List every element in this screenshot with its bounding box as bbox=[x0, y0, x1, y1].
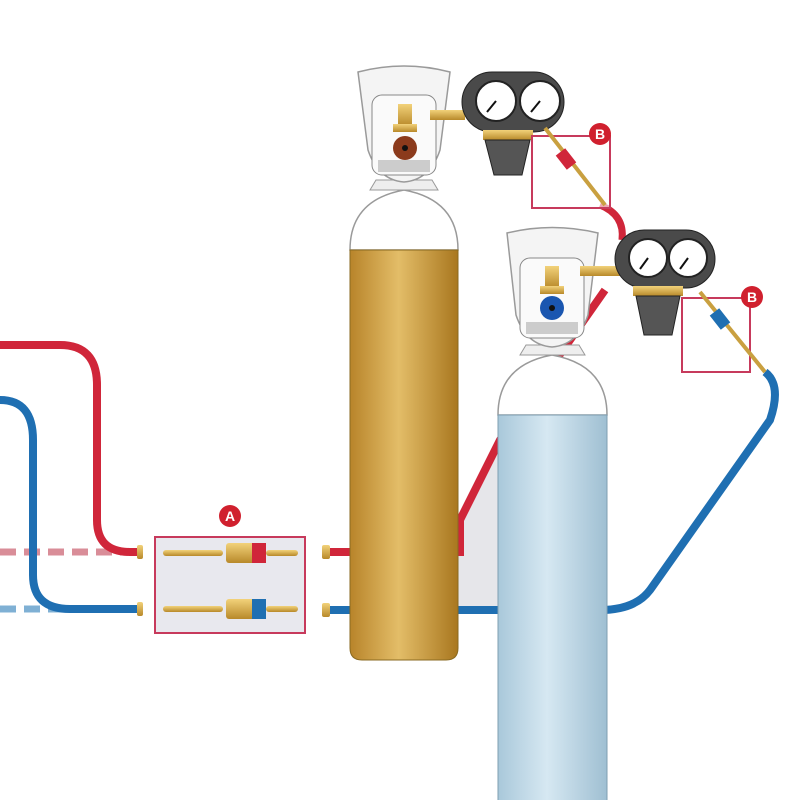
coupler-red-band bbox=[555, 148, 577, 170]
red-hose-upper bbox=[598, 201, 626, 241]
hose-connector-red bbox=[163, 543, 298, 563]
label-badge-b-2 bbox=[741, 286, 763, 308]
label-badge-a bbox=[219, 505, 241, 527]
label-b-1: B bbox=[595, 126, 605, 142]
label-a: A bbox=[225, 508, 235, 524]
coupler-blue-band bbox=[709, 308, 731, 330]
quick-coupler-fitting bbox=[543, 126, 607, 207]
blue-hose-right bbox=[330, 368, 779, 614]
hose-connector-blue bbox=[163, 599, 298, 619]
connector-set-a bbox=[154, 536, 306, 634]
label-badge-b-1 bbox=[589, 123, 611, 145]
fuel-cylinder bbox=[349, 65, 465, 661]
shadow bbox=[458, 440, 500, 612]
pressure-regulator-2 bbox=[614, 229, 716, 336]
blue-stub-fitting bbox=[322, 603, 330, 617]
blue-hose-left bbox=[0, 396, 140, 613]
label-b-2: B bbox=[747, 289, 757, 305]
pressure-regulator-1 bbox=[461, 71, 565, 176]
quick-coupler-fitting bbox=[698, 290, 767, 374]
red-hose-fitting bbox=[137, 545, 143, 559]
red-stub-fitting bbox=[322, 545, 330, 559]
blue-hose-fitting bbox=[137, 602, 143, 616]
oxygen-cylinder bbox=[497, 226, 620, 800]
red-hose-left bbox=[0, 341, 140, 556]
